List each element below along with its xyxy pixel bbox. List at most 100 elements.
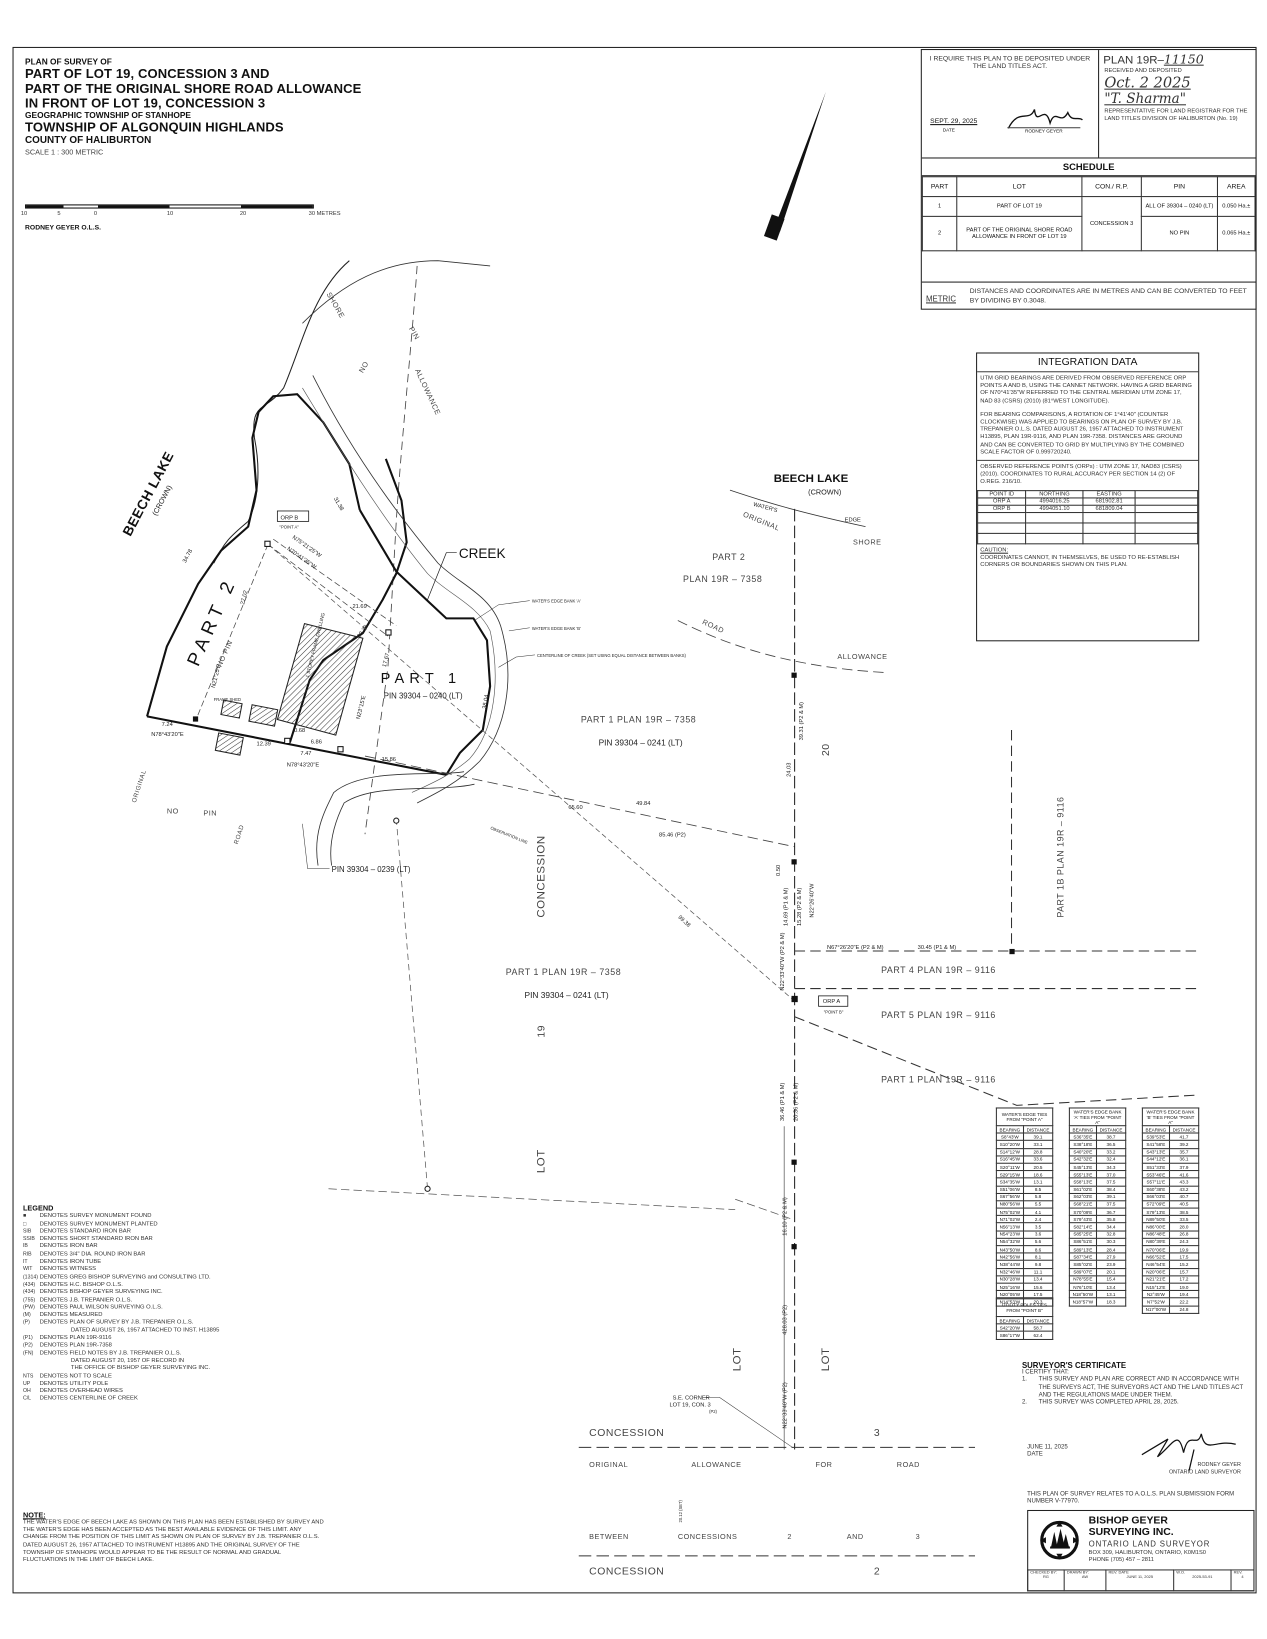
legend-text: DATED AUGUST 20, 1957 OF RECORD IN	[70, 1357, 185, 1364]
cell: S42°32'E	[1068, 1155, 1097, 1164]
cell: N86°48'E	[1141, 1230, 1170, 1239]
cell: S57°11'E	[1141, 1177, 1170, 1187]
cell: 9.8	[1022, 1260, 1054, 1269]
note-text: THE WATER'S EDGE OF BEECH LAKE AS SHOWN …	[22, 1519, 324, 1564]
cell: N18°57'W	[1068, 1297, 1097, 1307]
tie-line-east	[364, 755, 795, 848]
legend-text: DENOTES J.B. TREPANIER O.L.S.	[39, 1296, 133, 1304]
cell: 4994051.10	[1025, 504, 1084, 513]
legend-text: DENOTES WITNESS	[39, 1266, 97, 1273]
col-con: CON./ R.P.	[1081, 176, 1142, 198]
bearing-label: N78°43'20"E	[151, 732, 184, 738]
cell: 13.4	[1095, 1282, 1127, 1292]
cell: 28.4	[1095, 1245, 1127, 1254]
footer-label: W.O.	[1176, 1570, 1186, 1575]
company-role: ONTARIO LAND SURVEYOR	[1088, 1539, 1211, 1549]
cell: S86°51'E	[1068, 1237, 1097, 1247]
certificate-role: ONTARIO LAND SURVEYOR	[1168, 1468, 1241, 1476]
cell: N18°50'W	[1068, 1290, 1097, 1299]
orp-a-monument-icon	[791, 995, 798, 1003]
cell: S39°53'E	[1141, 1132, 1170, 1142]
legend-item: (434)DENOTES BISHOP GEYER SURVEYING INC.	[23, 1289, 219, 1297]
cell: S68°21'E	[1068, 1200, 1097, 1209]
title-block: PLAN OF SURVEY OF PART OF LOT 19, CONCES…	[25, 57, 361, 156]
received-label: RECEIVED AND DEPOSITED	[1104, 67, 1182, 75]
item-number: 2.	[1021, 1399, 1027, 1406]
cell: S40°20'E	[1068, 1147, 1097, 1157]
legend-text: DENOTES OVERHEAD WIRES	[39, 1388, 123, 1395]
legend-symbol-icon: IT	[22, 1258, 28, 1265]
part4-label: PART 4 PLAN 19R – 9116	[881, 965, 996, 975]
ties-header: BEARING	[1068, 1125, 1097, 1134]
cell: S79°13'E	[1141, 1207, 1170, 1217]
lake-shoreline	[213, 260, 350, 564]
legend-text: DATED AUGUST 26, 1957 ATTACHED TO INST. …	[70, 1327, 220, 1334]
pin-0241-label: PIN 39304 – 0241 (LT)	[599, 738, 683, 748]
cell: N54°32'W	[995, 1237, 1024, 1247]
cell: 15.6	[1022, 1282, 1054, 1292]
deposit-require-panel: I REQUIRE THIS PLAN TO BE DEPOSITED UNDE…	[922, 50, 1100, 158]
caution-text: COORDINATES CANNOT, IN THEMSELVES, BE US…	[980, 554, 1180, 569]
surveyors-certificate: SURVEYOR'S CERTIFICATE I CERTIFY THAT: 1…	[1022, 1362, 1246, 1407]
se-corner-leader	[704, 1397, 793, 1448]
cell: 2.4	[1022, 1215, 1054, 1224]
cell: 681902.81	[1082, 497, 1136, 506]
cell: 15.2	[1168, 1260, 1200, 1269]
company-phone: PHONE (705) 457 – 2811	[1088, 1556, 1154, 1564]
certificate-item-1: THIS SURVEY AND PLAN ARE CORRECT AND IN …	[1038, 1376, 1244, 1399]
frame-shed-label: FRAME SHED	[214, 697, 241, 702]
col-easting: EASTING	[1082, 489, 1136, 499]
cell: 24.3	[1168, 1237, 1200, 1247]
bearing-label: N67°26'20"E (P2 & M)	[827, 945, 884, 951]
dimension-label: 49.84	[636, 801, 651, 807]
surveyor-name: RODNEY GEYER O.L.S.	[25, 224, 101, 232]
centerline-label: CENTERLINE OF CREEK (SET USING EQUAL DIS…	[537, 653, 686, 658]
legend-text: DENOTES IRON TUBE	[39, 1258, 102, 1265]
dimension-label: 15.86	[382, 757, 396, 763]
dimension-label: 36.46 (P1 & M)	[780, 1082, 786, 1121]
lot-label-s1: LOT	[731, 1347, 743, 1371]
plan-7358-label: PLAN 19R – 7358	[683, 574, 762, 584]
cell: 58.7	[1022, 1323, 1054, 1333]
cell: S41°58'E	[1141, 1140, 1170, 1149]
concession-3-label: CONCESSION	[589, 1428, 664, 1439]
bearing-label: N21°25'E	[211, 664, 223, 689]
cell: 19.9	[1168, 1245, 1200, 1254]
lot-label-west: LOT	[535, 1149, 547, 1173]
cell: N30°28'W	[995, 1275, 1024, 1284]
legend-item: (P2)DENOTES PLAN 19R-7358	[23, 1342, 219, 1350]
company-block: BISHOP GEYER SURVEYING INC. ONTARIO LAND…	[1027, 1509, 1255, 1592]
note-title: NOTE:	[22, 1512, 46, 1520]
cell: S43°13'E	[1141, 1147, 1170, 1157]
col-part: PART	[921, 176, 958, 198]
dimension-label: 38.04	[482, 694, 491, 710]
cell: 18.3	[1095, 1297, 1127, 1307]
legend-symbol-icon: (PW)	[22, 1304, 35, 1311]
cell: 37.0	[1095, 1170, 1127, 1179]
dimension-label: 0.50	[776, 865, 782, 876]
scale-tick: 0	[93, 210, 98, 217]
legend-symbol-icon: RIB	[22, 1251, 32, 1258]
tie-line-bearing	[267, 538, 397, 637]
legend-text: DENOTES SHORT STANDARD IRON BAR	[39, 1235, 153, 1243]
